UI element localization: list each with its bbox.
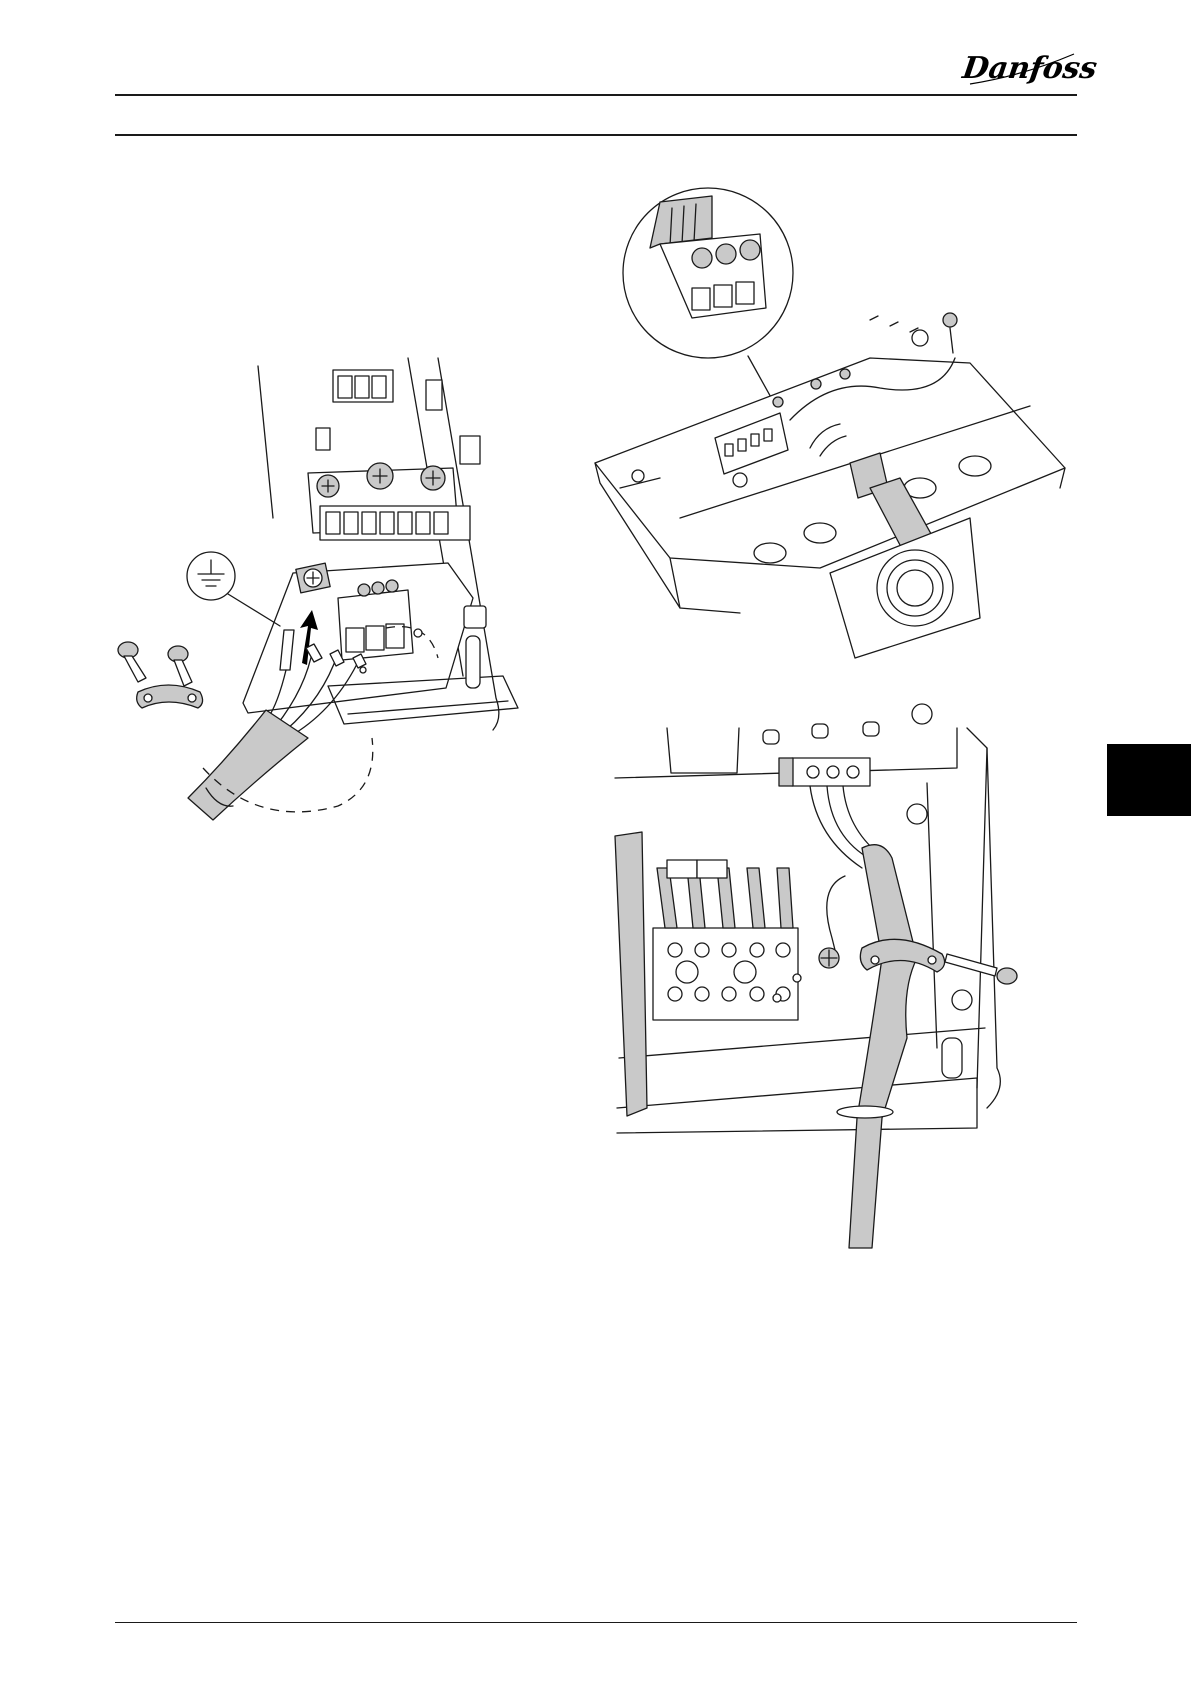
danfoss-logo-text: Danfoss [959, 51, 1099, 86]
footer-rule [115, 1622, 1077, 1623]
header-rule-bottom [115, 134, 1077, 136]
chapter-tab [1107, 744, 1191, 816]
motor-cable-clamp-illustration [617, 728, 1087, 1250]
ground-symbol-icon [187, 552, 280, 626]
header-rule-top [115, 94, 1077, 96]
connector-detail-icon [623, 188, 793, 428]
terminal-block-icon [653, 928, 798, 1020]
screw-icon [118, 642, 192, 686]
cable-clamp-icon [137, 685, 203, 708]
danfoss-logo: Danfoss [962, 46, 1080, 90]
mains-ground-connection-illustration [108, 358, 578, 878]
cable-gland-installation-illustration [620, 188, 1090, 648]
